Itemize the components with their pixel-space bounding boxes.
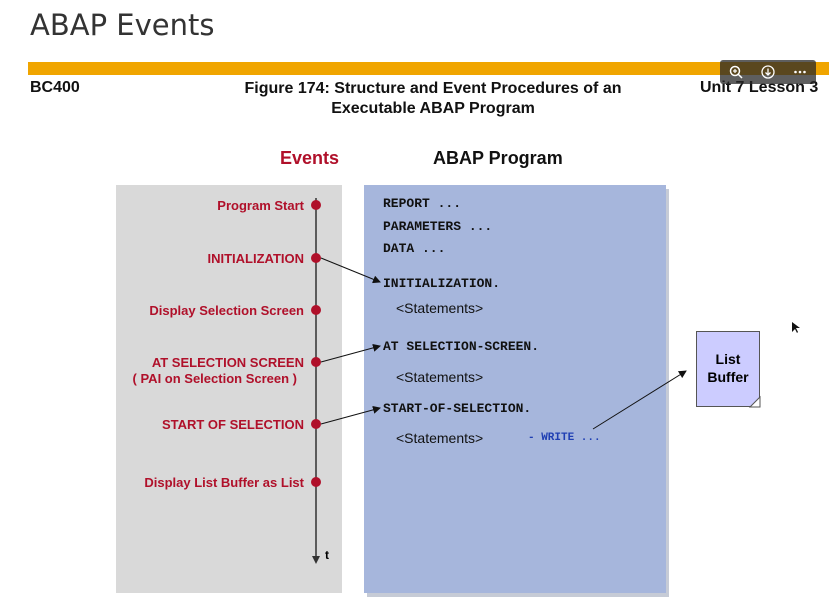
event-dot <box>311 200 321 210</box>
download-icon[interactable] <box>757 61 779 83</box>
figure-title-line2: Executable ABAP Program <box>331 100 535 117</box>
code-start-of-selection: START-OF-SELECTION. <box>383 401 532 416</box>
event-dot <box>311 253 321 263</box>
arrow-at-selection <box>320 343 381 363</box>
image-toolbar <box>720 60 816 84</box>
header-accent-bar <box>28 62 829 75</box>
event-display-selection-screen: Display Selection Screen <box>149 303 304 318</box>
figure-title-line1: Figure 174: Structure and Event Procedur… <box>244 80 622 97</box>
more-icon[interactable] <box>789 61 811 83</box>
program-panel <box>364 185 666 593</box>
buffer-folded-corner <box>748 395 761 408</box>
diagram-connectors <box>311 198 761 564</box>
events-column-title: Events <box>280 148 340 168</box>
timeline-arrowhead <box>312 556 320 564</box>
event-start-of-selection: START OF SELECTION <box>161 417 304 432</box>
arrow-start-selection <box>320 405 381 425</box>
code-initialization: INITIALIZATION. <box>383 276 501 291</box>
event-at-selection-screen: AT SELECTION SCREEN <box>151 355 304 370</box>
figure-title: Figure 174: Structure and Event Procedur… <box>208 79 658 119</box>
zoom-icon[interactable] <box>725 61 747 83</box>
arrow-write-to-buffer <box>592 370 687 430</box>
slide-image: BC400 Figure 174: Structure and Event Pr… <box>28 58 829 607</box>
code-at-selection-screen: AT SELECTION-SCREEN. <box>383 339 540 354</box>
statements-2: <Statements> <box>396 369 484 385</box>
page-title: ABAP Events <box>30 8 215 42</box>
event-display-list-buffer: Display List Buffer as List <box>144 475 304 490</box>
code-write: - WRITE ... <box>528 432 601 444</box>
events-panel <box>116 185 342 593</box>
event-dot <box>311 357 321 367</box>
course-code: BC400 <box>30 79 80 96</box>
event-dot <box>311 477 321 487</box>
event-program-start: Program Start <box>217 198 304 213</box>
list-buffer-line2: Buffer <box>707 369 749 385</box>
statements-3: <Statements> <box>396 430 484 446</box>
mouse-cursor-icon <box>792 322 800 337</box>
program-column-title: ABAP Program <box>433 148 563 168</box>
code-data: DATA ... <box>383 241 446 256</box>
list-buffer-line1: List <box>715 351 741 367</box>
event-dot <box>311 419 321 429</box>
statements-1: <Statements> <box>396 300 484 316</box>
code-report: REPORT ... <box>383 196 462 211</box>
event-pai-note: ( PAI on Selection Screen ) <box>132 371 297 386</box>
code-parameters: PARAMETERS ... <box>383 219 493 234</box>
event-dot <box>311 305 321 315</box>
list-buffer-box: List Buffer <box>696 331 760 407</box>
event-initialization: INITIALIZATION <box>207 251 304 266</box>
time-axis-label: t <box>325 548 329 562</box>
arrow-initialization <box>320 257 381 284</box>
